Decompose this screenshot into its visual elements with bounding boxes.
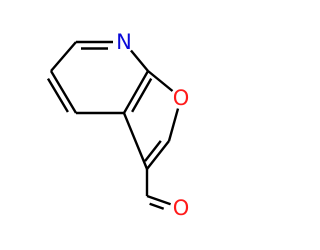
atom-label-o-cho: O	[173, 196, 190, 220]
bond-c2-c3	[146, 140, 170, 170]
bond-c7a-o1	[147, 70, 174, 92]
bond-c2-c3-second-line	[144, 140, 162, 162]
bond-c5-c4	[49, 70, 78, 114]
atom-label-n7: N	[116, 30, 132, 54]
bond-c7a-n7	[130, 49, 149, 72]
bond-c-cho-o-cho	[146, 194, 171, 206]
bond-c3a-c7a	[122, 70, 150, 114]
atom-labels-layer: N O O	[116, 30, 189, 220]
atom-label-o1: O	[173, 86, 190, 110]
molecule-structure-diagram: N O O	[46, 30, 189, 220]
bond-c3-c3a	[122, 112, 149, 170]
bond-c3a-c7a-second-line	[131, 78, 153, 113]
bond-o1-c2	[167, 108, 180, 142]
bond-c-cho-o-cho-second-line	[149, 202, 165, 210]
bond-c5-c4-second-line	[46, 77, 69, 113]
bond-c6-c5	[50, 41, 77, 72]
bonds-layer	[46, 40, 180, 210]
